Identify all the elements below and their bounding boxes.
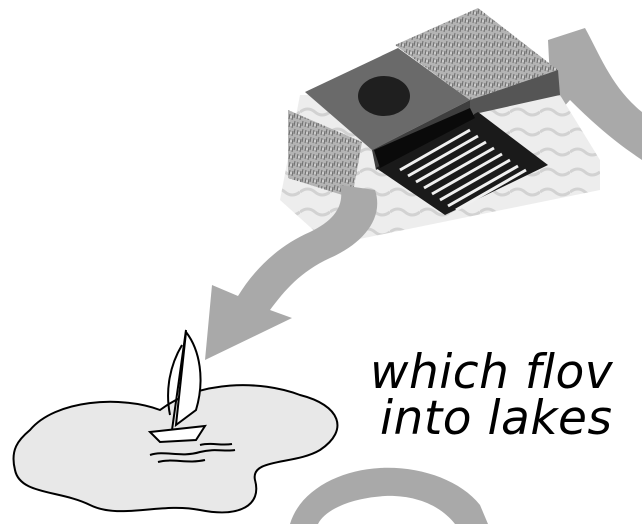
caption-line-2: into lakes [370, 396, 642, 442]
caption-line-1: which flov [370, 350, 642, 396]
caption-text: which flov into lakes [370, 350, 642, 442]
arrow-curved-down-icon [290, 468, 488, 524]
arrow-curved-down-icon [205, 185, 377, 360]
